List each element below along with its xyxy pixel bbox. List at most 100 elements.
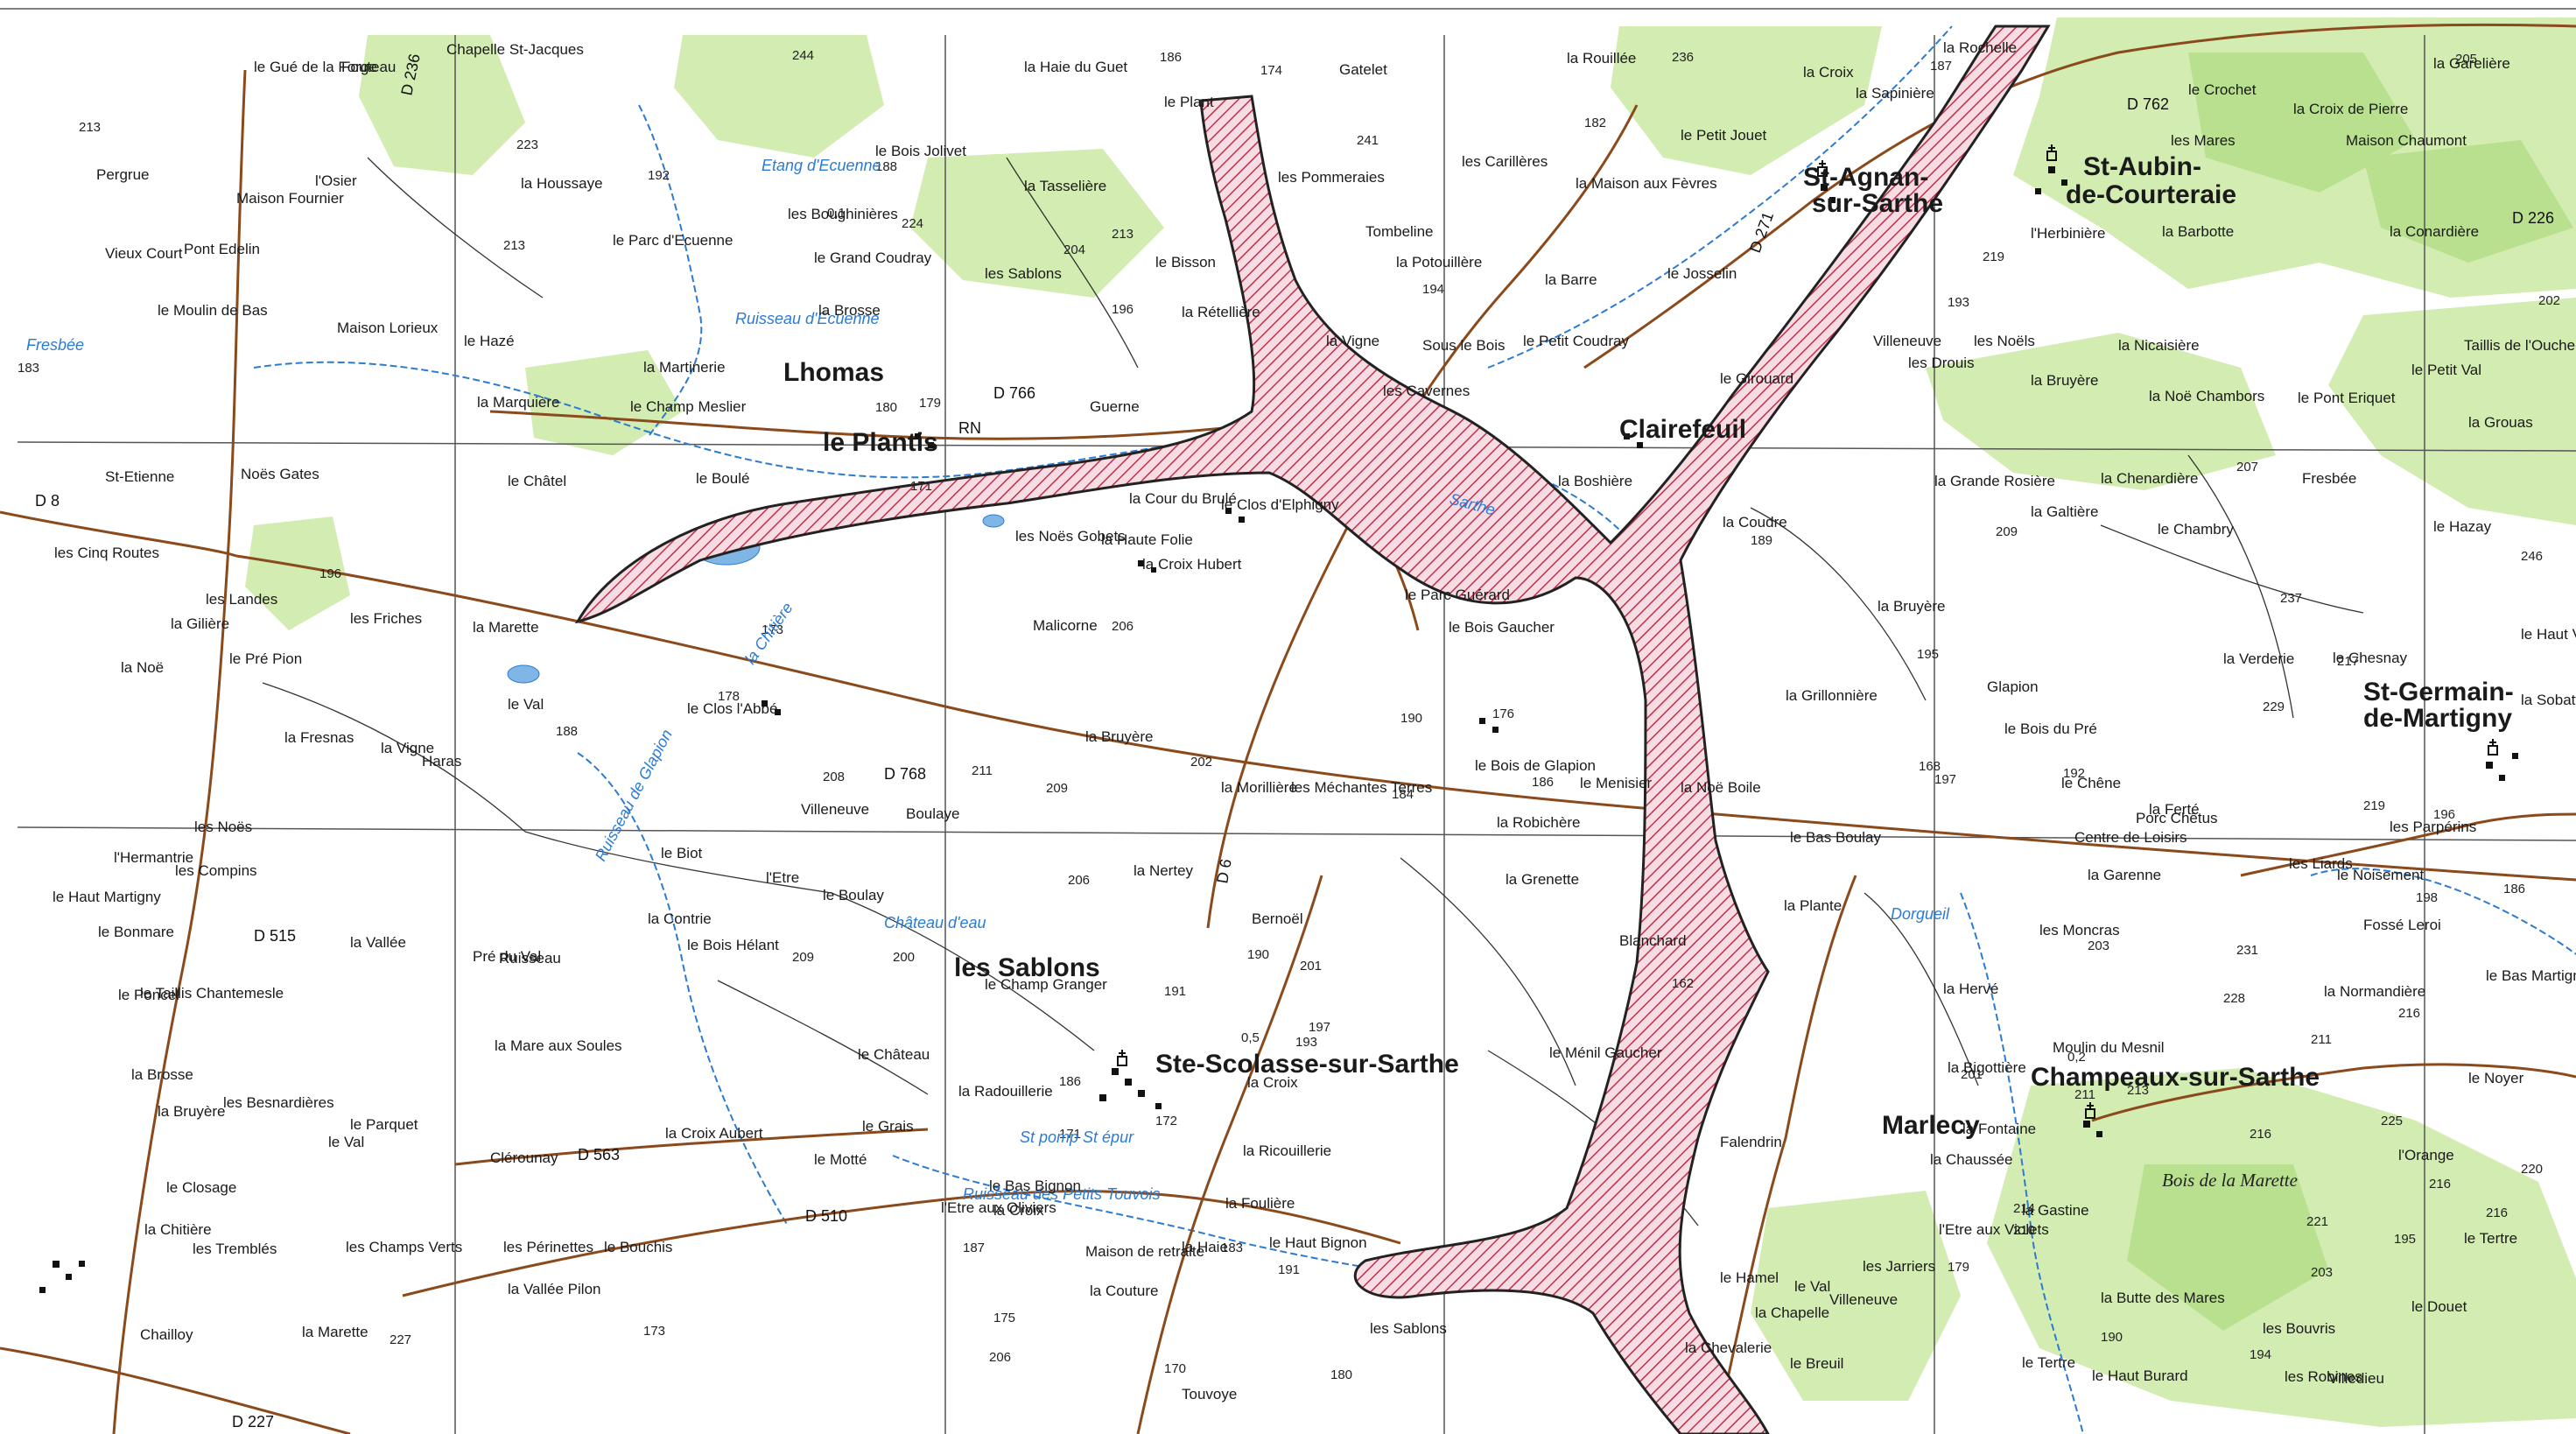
elevation-point: 236 xyxy=(1672,50,1694,65)
town-label[interactable]: St-Agnan- xyxy=(1803,163,1928,192)
town-label[interactable]: St-Aubin- xyxy=(2083,152,2201,181)
locality-label: la Marette xyxy=(473,619,539,636)
locality-label: les Carillères xyxy=(1462,153,1548,170)
town-label[interactable]: Lhomas xyxy=(783,358,884,387)
elevation-point: 201 xyxy=(1300,959,1322,974)
town-label[interactable]: les Sablons xyxy=(954,953,1100,982)
locality-label: le Taillis Chantemesle xyxy=(140,985,284,1002)
locality-label: le Hazay xyxy=(2433,518,2492,535)
locality-label: les Mares xyxy=(2171,132,2236,149)
locality-label: la Croix xyxy=(1803,64,1854,81)
road-label: D 766 xyxy=(993,384,1035,402)
elevation-point: 168 xyxy=(1919,759,1941,774)
elevation-point: 186 xyxy=(1532,775,1554,790)
locality-label: la Radouillerie xyxy=(958,1083,1053,1100)
locality-label: le Haut Martigny xyxy=(53,889,161,905)
locality-label: Centre de Loisirs xyxy=(2074,829,2187,846)
locality-label: le Closage xyxy=(166,1179,236,1196)
elevation-point: 237 xyxy=(2280,591,2302,606)
locality-label: le Bois de Glapion xyxy=(1475,757,1596,774)
locality-label: le Champ Meslier xyxy=(630,398,747,415)
locality-label: Boulaye xyxy=(906,805,959,822)
road-label: RN xyxy=(958,419,981,437)
town-label[interactable]: Marlecy xyxy=(1882,1111,1980,1140)
elevation-point: 219 xyxy=(1983,250,2004,264)
locality-label: la Potouillère xyxy=(1396,254,1482,271)
road-label: D 768 xyxy=(884,765,926,783)
town-label[interactable]: Clairefeuil xyxy=(1619,415,1746,444)
elevation-point: 201 xyxy=(1961,1067,1983,1082)
elevation-point: 179 xyxy=(919,396,941,411)
locality-label: le Chambry xyxy=(2158,521,2234,538)
town-label[interactable]: sur-Sarthe xyxy=(1812,189,1943,218)
elevation-point: 179 xyxy=(1948,1260,1969,1275)
town-label[interactable]: de-Courteraie xyxy=(2066,180,2236,209)
elevation-point: 207 xyxy=(2236,460,2258,474)
elevation-point: 0,1 xyxy=(827,206,846,221)
locality-label: les Bouvris xyxy=(2263,1320,2335,1337)
locality-label: le Motté xyxy=(814,1151,867,1168)
locality-label: Maison Chaumont xyxy=(2346,132,2467,149)
locality-label: la Contrie xyxy=(648,910,712,927)
locality-label: les Sablons xyxy=(985,265,1062,282)
locality-label: la Verderie xyxy=(2223,650,2294,667)
locality-label: Villeneuve xyxy=(801,801,869,818)
elevation-point: 231 xyxy=(2236,943,2258,958)
church-icon xyxy=(1117,1050,1127,1066)
locality-label: l'Hermantrie xyxy=(114,849,193,866)
elevation-point: 194 xyxy=(2250,1347,2271,1362)
elevation-point: 171 xyxy=(1059,1127,1081,1142)
locality-label: le Tertre xyxy=(2464,1230,2517,1247)
locality-label: le Val xyxy=(328,1134,364,1150)
locality-label: les Landes xyxy=(206,591,277,608)
elevation-point: 189 xyxy=(1751,533,1772,548)
locality-label: le Château xyxy=(858,1046,930,1063)
locality-label: les Parpérins xyxy=(2390,819,2476,835)
locality-label: la Garelière xyxy=(2433,55,2510,72)
church-icon xyxy=(2046,144,2057,161)
town-label[interactable]: Champeaux-sur-Sarthe xyxy=(2031,1063,2320,1092)
elevation-point: 209 xyxy=(1996,524,2018,539)
elevation-point: 191 xyxy=(1164,984,1186,999)
locality-label: les Cavernes xyxy=(1383,383,1470,399)
water-label: Fresbée xyxy=(26,336,84,354)
town-label[interactable]: St-Germain- xyxy=(2363,678,2514,706)
locality-label: Blanchard xyxy=(1619,932,1687,949)
locality-label: les Robines xyxy=(2285,1368,2362,1385)
locality-label: Maison Fournier xyxy=(236,190,344,207)
water-label: St pomp St épur xyxy=(1020,1128,1134,1146)
locality-label: la Croix xyxy=(1247,1074,1298,1091)
town-label[interactable]: Ste-Scolasse-sur-Sarthe xyxy=(1155,1050,1459,1079)
locality-label: les Sablons xyxy=(1370,1320,1447,1337)
locality-label: Gatelet xyxy=(1339,61,1387,78)
locality-label: la Rouillée xyxy=(1567,50,1636,67)
elevation-point: 182 xyxy=(1584,116,1606,130)
locality-label: la Brosse xyxy=(818,302,881,319)
locality-label: l'Etre aux Violets xyxy=(1939,1221,2049,1238)
locality-label: le Girouard xyxy=(1720,370,1793,387)
town-label[interactable]: de-Martigny xyxy=(2363,704,2512,733)
locality-label: le Bois Gaucher xyxy=(1449,619,1555,636)
locality-label: la Barbotte xyxy=(2162,223,2234,240)
elevation-point: 211 xyxy=(2311,1032,2332,1047)
locality-label: Porc Chêtus xyxy=(2136,810,2218,826)
locality-label: St-Etienne xyxy=(105,468,174,485)
locality-label: Maison de retraite xyxy=(1085,1243,1204,1260)
locality-label: le Douet xyxy=(2411,1298,2467,1315)
locality-label: la Chitière xyxy=(144,1221,212,1238)
locality-label: Ruisseau xyxy=(499,950,561,967)
locality-label: la Cour du Brulé xyxy=(1129,490,1237,507)
water-label: Château d'eau xyxy=(884,914,986,931)
locality-label: le Bois Jolivet xyxy=(875,143,966,159)
water-label: Ruisseau d'Ecuenne xyxy=(735,310,880,327)
locality-label: la Gilière xyxy=(171,615,229,632)
elevation-point: 0,5 xyxy=(1241,1030,1260,1045)
town-label[interactable]: le Plantis xyxy=(823,428,938,457)
elevation-point: 224 xyxy=(902,216,923,231)
locality-label: les Boughinières xyxy=(788,206,898,222)
locality-label: la Sapinière xyxy=(1856,85,1934,102)
locality-label: le Bonmare xyxy=(98,924,174,940)
locality-label: la Bruyère xyxy=(1878,598,1945,615)
